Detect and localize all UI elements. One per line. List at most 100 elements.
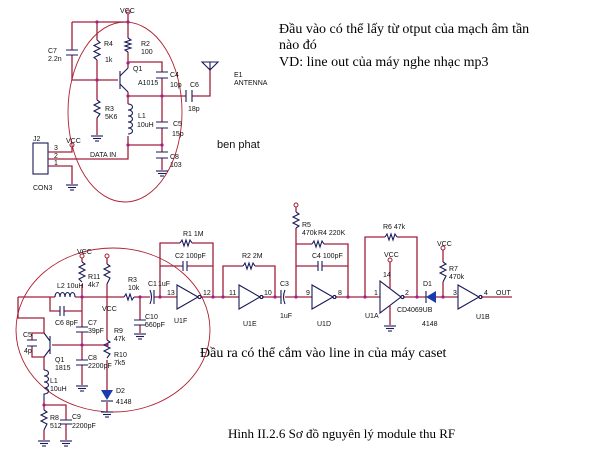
- label-vcc2: VCC: [102, 306, 117, 313]
- resistors-r11-r9-r10-r3: [77, 261, 135, 359]
- label-r9-value: 47k: [114, 336, 126, 343]
- label-c3-value: 1uF: [280, 313, 292, 320]
- label-d2-value: 4148: [116, 399, 132, 406]
- connector-j2: [32, 142, 49, 175]
- label-pin4: 4: [484, 290, 488, 297]
- label-r7: R7: [449, 266, 458, 273]
- label-vcc1: VCC: [77, 249, 92, 256]
- label-r4: R4 220K: [318, 230, 346, 237]
- label-u1a-value: CD4069UB: [397, 307, 433, 314]
- resistor-r2: [123, 37, 133, 53]
- capacitors-c5-c8: [156, 121, 168, 159]
- label-r3-value: 5K6: [105, 114, 118, 121]
- label-r5: R5: [302, 222, 311, 229]
- label-q1: Q1: [55, 357, 64, 364]
- capacitor-c3: [280, 289, 286, 305]
- label-r3: R3: [105, 106, 114, 113]
- diode-d2: [101, 390, 113, 400]
- label-c10: C10: [145, 314, 158, 321]
- label-pin14: 14: [383, 272, 391, 279]
- label-e1: E1: [234, 72, 243, 79]
- label-l1: L1: [138, 113, 146, 120]
- resistor-r3: [92, 99, 102, 119]
- label-c8-value: 103: [170, 162, 182, 169]
- label-u1f: U1F: [174, 318, 187, 325]
- label-c2: C2 100pF: [175, 253, 206, 260]
- label-r2-value: 100: [141, 49, 153, 56]
- label-d2: D2: [116, 388, 125, 395]
- label-c4: C4: [170, 72, 179, 79]
- label-r5-value: 470k: [302, 230, 318, 237]
- ground-icon: [90, 135, 104, 142]
- label-c9: C9: [72, 414, 81, 421]
- label-c1-value: 1uF: [158, 281, 170, 288]
- ben-phat-label: ben phat: [217, 139, 260, 151]
- label-pin3: 3: [453, 290, 457, 297]
- label-u1d: U1D: [317, 321, 331, 328]
- label-l2: L2 10uH: [57, 283, 83, 290]
- inverter-u1d: [311, 284, 335, 310]
- resistor-r7: [438, 261, 448, 283]
- inverter-u1f: [176, 284, 200, 310]
- label-c5: C5: [23, 332, 32, 339]
- label-c6-value: 18p: [188, 106, 200, 113]
- label-out: OUT: [496, 290, 512, 297]
- label-c5-value: 15p: [172, 131, 184, 138]
- label-pin3: 3: [54, 145, 58, 152]
- label-pin11: 11: [229, 290, 236, 297]
- ground-icon: [37, 440, 51, 447]
- label-r10: R10: [114, 352, 127, 359]
- ground-icon: [65, 184, 79, 191]
- label-c7-value: 39pF: [88, 328, 104, 335]
- label-vcc: VCC: [120, 8, 135, 15]
- label-c10-value: 560pF: [145, 322, 165, 329]
- ground-icon: [383, 325, 397, 332]
- vcc-terminal: [125, 9, 131, 15]
- label-r4: R4: [104, 41, 113, 48]
- capacitor-c6: [185, 90, 193, 102]
- label-vcc3: VCC: [384, 252, 399, 259]
- label-pin10: 10: [264, 290, 272, 297]
- label-r3-value: 10k: [128, 285, 140, 292]
- label-r11: R11: [88, 274, 100, 281]
- inductor-l2: [54, 291, 76, 298]
- label-u1b: U1B: [476, 314, 490, 321]
- input-note-line3: VD: line out của máy nghe nhạc mp3: [279, 55, 489, 70]
- capacitor-c1: [149, 289, 155, 305]
- label-r9: R9: [114, 328, 123, 335]
- label-r3: R3: [128, 277, 137, 284]
- ground-icon: [75, 385, 89, 392]
- label-l1: L1: [50, 378, 58, 385]
- label-c8-value: 2200pF: [88, 363, 112, 370]
- label-u1a: U1A: [365, 313, 379, 320]
- input-note-line2: nào đó: [279, 38, 317, 53]
- label-c9-value: 2200pF: [72, 423, 96, 430]
- label-d1: D1: [423, 281, 432, 288]
- label-e1-value: ANTENNA: [234, 80, 268, 87]
- label-c8: C8: [170, 154, 179, 161]
- label-c5-value: 4p: [24, 348, 32, 355]
- label-c4: C4 100pF: [312, 253, 343, 260]
- label-c8: C8: [88, 355, 97, 362]
- label-c1: C1: [148, 281, 157, 288]
- label-u1e: U1E: [243, 321, 257, 328]
- transistor-q1: [119, 67, 129, 93]
- label-d1-value: 4148: [422, 321, 438, 328]
- transmitter-highlight-ellipse: [67, 21, 183, 203]
- label-j2: J2: [33, 136, 41, 143]
- label-vcc-j2: VCC: [66, 138, 81, 145]
- label-data-in: DATA IN: [90, 152, 116, 159]
- label-r6: R6 47k: [383, 224, 406, 231]
- transmitter-circuit: VCC R4 1k R2 100 C7 2.2n Q1 A1015 C4 10p…: [32, 8, 268, 203]
- label-c3: C3: [280, 281, 289, 288]
- label-l1-value: 10uH: [137, 122, 154, 129]
- label-c4-value: 10p: [170, 82, 182, 89]
- label-r7-value: 470k: [449, 274, 465, 281]
- label-r1: R1 1M: [183, 231, 204, 238]
- inverter-u1e: [238, 284, 262, 310]
- capacitors-c6-c7-c8-c10: [59, 306, 146, 366]
- label-r4-value: 1k: [105, 57, 113, 64]
- label-r8: R8: [50, 415, 59, 422]
